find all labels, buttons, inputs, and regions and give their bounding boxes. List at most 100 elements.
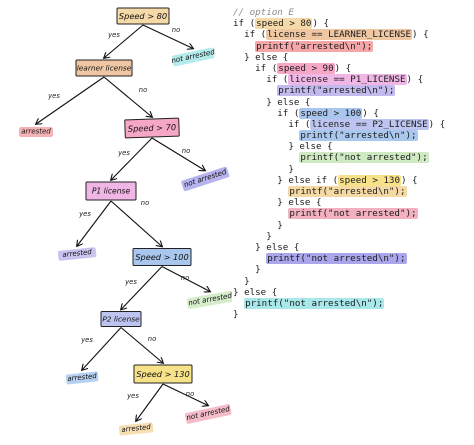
highlighted-code: license == P1_LICENSE xyxy=(288,74,407,86)
leaf-highlight xyxy=(181,166,230,192)
code-text: ) { xyxy=(412,29,429,41)
code-text: } xyxy=(255,264,261,276)
edge-arrow-p1-leaf4 xyxy=(77,200,112,246)
highlighted-code: license == P2_LICENSE xyxy=(310,118,429,130)
code-line: } xyxy=(233,164,471,175)
node-box xyxy=(116,7,170,25)
decision-node-speed80: Speed > 80 xyxy=(116,7,170,25)
code-comment: // option E xyxy=(233,7,294,18)
code-text: } xyxy=(277,219,283,231)
outcome-leaf-leaf6: arrested xyxy=(65,371,99,385)
code-text: } else { xyxy=(277,197,322,209)
highlighted-code: printf("not arrested"); xyxy=(299,152,429,164)
outcome-leaf-leaf1: not arrested xyxy=(170,47,216,67)
code-line: } else if (speed > 130) { xyxy=(233,174,471,186)
edge-arrow-speed80-leaf1 xyxy=(142,24,193,49)
edge-label-yes: yes xyxy=(126,392,139,400)
code-text: ) { xyxy=(400,174,418,186)
code-line: } else { xyxy=(233,52,471,63)
code-text: ) { xyxy=(406,74,424,86)
node-label: Speed > 100 xyxy=(135,252,188,262)
outcome-leaf-leaf7: arrested xyxy=(118,422,154,436)
edge-label-yes: yes xyxy=(78,210,91,218)
leaf-highlight xyxy=(186,290,232,310)
leaf-label: arrested xyxy=(67,372,98,383)
highlighted-code: printf("not arrested"); xyxy=(288,208,418,220)
leaf-label: arrested xyxy=(21,127,51,135)
code-line: printf("arrested\n"); xyxy=(233,130,471,142)
outcome-leaf-leaf4: arrested xyxy=(57,247,97,261)
edge-label-no: no xyxy=(182,147,190,155)
decision-node-speed130: Speed > 130 xyxy=(133,364,193,384)
code-line: printf("arrested\n"); xyxy=(233,40,471,52)
edge-label-yes: yes xyxy=(117,149,130,157)
code-line: } xyxy=(233,220,471,231)
node-box xyxy=(133,364,193,384)
code-text: ) { xyxy=(312,18,330,30)
node-box xyxy=(75,59,133,77)
highlighted-code: printf("arrested\n"); xyxy=(255,40,374,52)
leaf-label: arrested xyxy=(121,423,152,434)
code-text: if ( xyxy=(288,118,311,130)
edge-arrow-p2-leaf6 xyxy=(82,327,122,371)
code-text: if ( xyxy=(277,107,300,119)
code-line: printf("arrested\n"); xyxy=(233,85,471,97)
decision-node-speed100: Speed > 100 xyxy=(132,248,192,266)
code-line: } xyxy=(233,264,471,275)
outcome-leaf-leaf5: not arrested xyxy=(186,290,232,310)
edge-label-yes: yes xyxy=(107,31,120,39)
code-line: printf("not arrested"); xyxy=(233,152,471,164)
edge-arrow-learner-speed70 xyxy=(103,76,152,117)
highlighted-code: license == LEARNER_LICENSE xyxy=(266,29,413,41)
node-box xyxy=(85,181,137,201)
code-line: // option E xyxy=(233,7,471,18)
code-text: } else { xyxy=(233,286,278,298)
code-line: if (speed > 100) { xyxy=(233,107,471,119)
edge-label-no: no xyxy=(148,335,156,343)
code-line: if (speed > 80) { xyxy=(233,18,471,30)
code-text: } xyxy=(233,309,239,321)
highlighted-code: printf("not arrested\n"); xyxy=(244,297,385,309)
edge-arrow-speed130-leaf8 xyxy=(162,383,208,406)
code-line: } else { xyxy=(233,97,471,108)
code-text: ) { xyxy=(334,62,352,74)
code-text: } xyxy=(244,275,250,287)
node-box xyxy=(132,248,192,266)
code-text: } else { xyxy=(266,96,311,108)
code-line: if (license == P2_LICENSE) { xyxy=(233,118,471,130)
edge-arrow-p1-speed100 xyxy=(110,200,162,247)
edge-arrow-speed70-leaf3 xyxy=(151,137,205,171)
edge-arrow-p2-speed130 xyxy=(120,327,163,364)
highlighted-code: speed > 90 xyxy=(277,62,335,74)
leaf-highlight xyxy=(171,47,215,67)
leaf-highlight xyxy=(184,404,232,424)
code-text: } else if ( xyxy=(277,174,339,186)
node-box xyxy=(100,311,142,327)
code-text: if ( xyxy=(255,62,278,74)
code-line: } xyxy=(233,231,471,242)
leaf-highlight xyxy=(57,247,97,261)
code-text: } xyxy=(266,230,272,242)
leaf-highlight xyxy=(19,127,53,137)
highlighted-code: printf("arrested\n"); xyxy=(288,186,407,197)
decision-node-speed70: Speed > 70 xyxy=(124,117,180,139)
edge-label-no: no xyxy=(186,390,194,398)
leaf-label: arrested xyxy=(62,248,93,259)
decision-node-p2: P2 license xyxy=(100,311,142,327)
code-text: } else { xyxy=(255,241,300,253)
edge-label-no: no xyxy=(181,274,189,282)
code-line: if (license == P1_LICENSE) { xyxy=(233,74,471,86)
edge-label-no: no xyxy=(172,26,180,34)
outcome-leaf-leaf2: arrested xyxy=(19,127,53,137)
edge-label-yes: yes xyxy=(80,336,93,344)
node-label: P2 license xyxy=(102,315,140,324)
node-label: Speed > 80 xyxy=(119,11,167,21)
code-text: ) { xyxy=(362,107,379,119)
highlighted-code: speed > 100 xyxy=(299,107,363,119)
edge-arrow-speed100-p2 xyxy=(121,266,163,310)
highlighted-code: printf("arrested\n"); xyxy=(277,85,396,97)
outcome-leaf-leaf8: not arrested xyxy=(184,404,232,424)
code-line: printf("not arrested\n"); xyxy=(233,253,471,265)
